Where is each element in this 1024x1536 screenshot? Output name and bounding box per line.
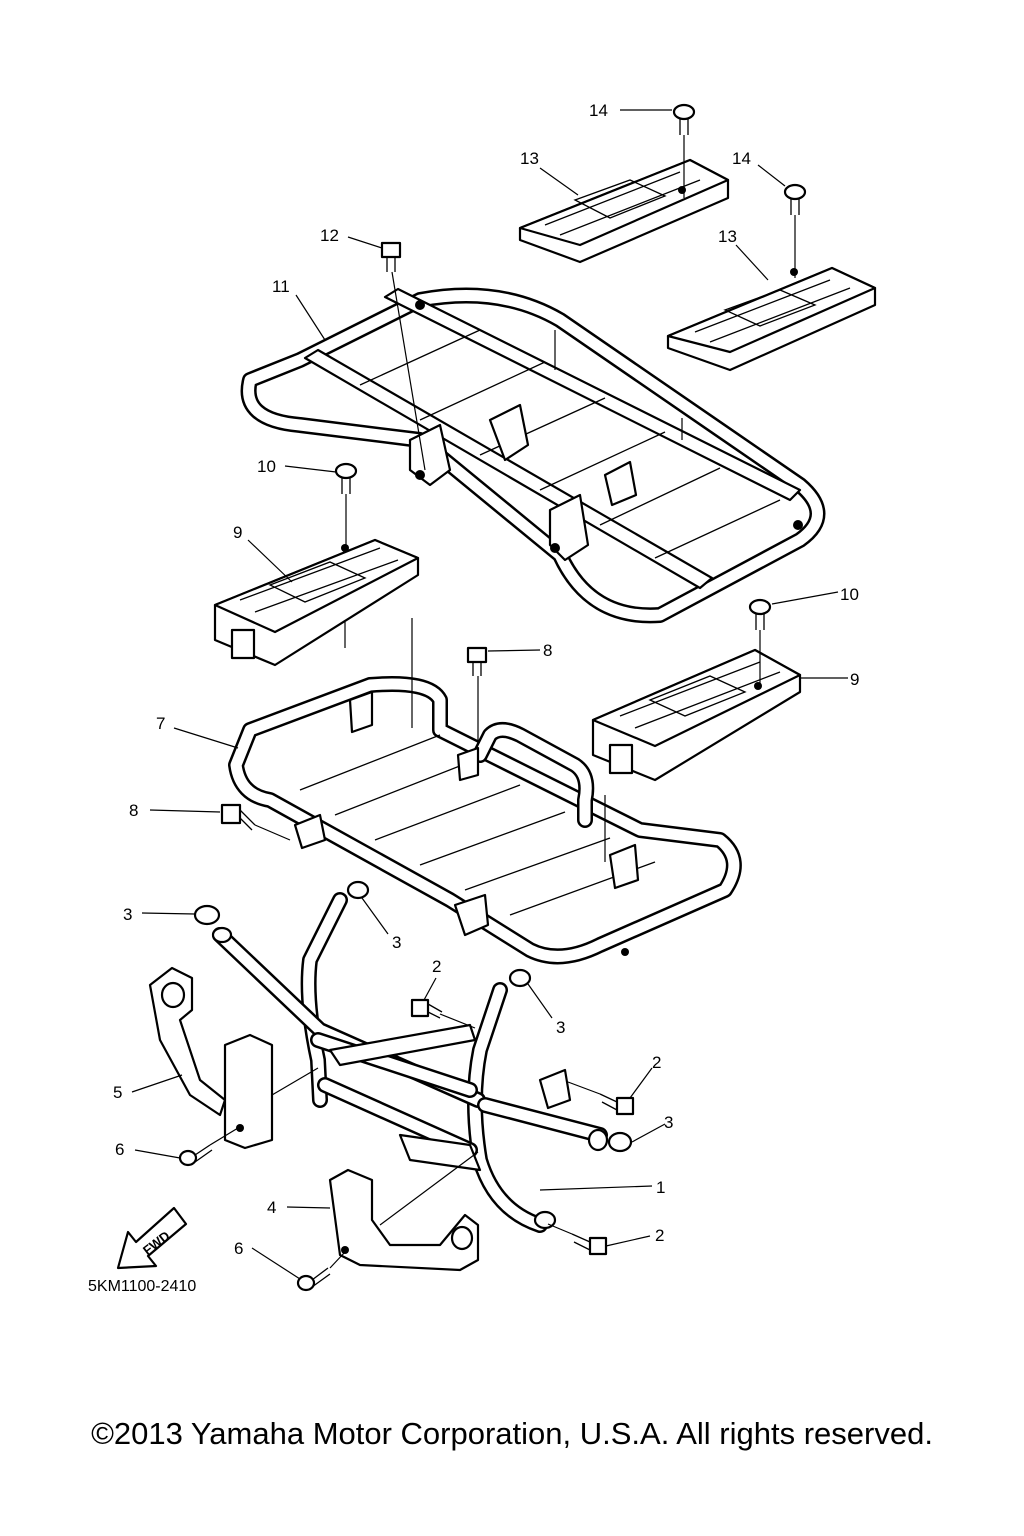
- callout-4: 4: [267, 1198, 276, 1217]
- bolt-10-left: [334, 462, 358, 494]
- callout-14-upper: 14: [589, 101, 608, 120]
- callout-12: 12: [320, 226, 339, 245]
- callout-10-left: 10: [257, 457, 276, 476]
- bolt-2-right: [599, 1093, 635, 1116]
- callout-3-left: 3: [123, 905, 132, 924]
- bolt-14-upper: [672, 103, 696, 135]
- callout-13-upper: 13: [520, 149, 539, 168]
- screw-6-lower: [296, 1267, 331, 1292]
- front-carrier-7: [228, 676, 742, 965]
- callout-14-right: 14: [732, 149, 751, 168]
- callout-6-lower: 6: [234, 1239, 243, 1258]
- assembly-lines: [209, 135, 796, 1269]
- callout-8-left: 8: [129, 801, 138, 820]
- bolt-2-middle: [410, 998, 443, 1019]
- callout-10-right: 10: [840, 585, 859, 604]
- rack-pad-13-upper: [518, 158, 730, 264]
- callout-3-right: 3: [556, 1018, 565, 1037]
- bolt-10-right: [748, 598, 772, 630]
- callout-6-upper: 6: [115, 1140, 124, 1159]
- cap-3-center: [346, 880, 370, 900]
- callout-7: 7: [156, 714, 165, 733]
- callout-9-left: 9: [233, 523, 242, 542]
- bracket-4: [328, 1168, 480, 1272]
- callout-3-center: 3: [392, 933, 401, 952]
- copyright-notice: ©2013 Yamaha Motor Corporation, U.S.A. A…: [91, 1416, 933, 1451]
- callout-8-upper: 8: [543, 641, 552, 660]
- callout-5: 5: [113, 1083, 122, 1102]
- callout-leaders: [131, 109, 848, 1280]
- cap-3-right: [508, 968, 532, 988]
- callout-9-right: 9: [850, 670, 859, 689]
- bolt-12: [380, 241, 402, 272]
- bolt-8-upper: [466, 646, 488, 676]
- callout-2-middle: 2: [432, 957, 441, 976]
- main-frame-1: [211, 892, 609, 1233]
- bracket-5: [148, 966, 274, 1150]
- cap-3-left: [193, 904, 221, 926]
- callout-3-lower: 3: [664, 1113, 673, 1132]
- rack-pad-13-lower: [666, 266, 877, 372]
- rack-pad-9-right: [591, 648, 802, 782]
- fwd-arrow-icon: FWD: [116, 1206, 188, 1270]
- bolt-2-lower: [571, 1233, 608, 1256]
- cap-3-lower: [607, 1131, 633, 1153]
- callout-11: 11: [272, 277, 290, 296]
- callout-2-lower: 2: [655, 1226, 664, 1245]
- diagram-code: 5KM1100-2410: [88, 1278, 196, 1295]
- rack-pad-9-left: [213, 538, 420, 667]
- callout-numbers: 14 13 14 12 13 11 10 9 10 8 9 7 8 3 3 2 …: [113, 101, 859, 1258]
- callout-1: 1: [656, 1178, 665, 1197]
- screw-6-upper: [178, 1144, 213, 1167]
- callout-2-right: 2: [652, 1053, 661, 1072]
- bolt-8-left: [220, 803, 256, 831]
- bolt-14-right: [783, 183, 807, 215]
- callout-13-lower: 13: [718, 227, 737, 246]
